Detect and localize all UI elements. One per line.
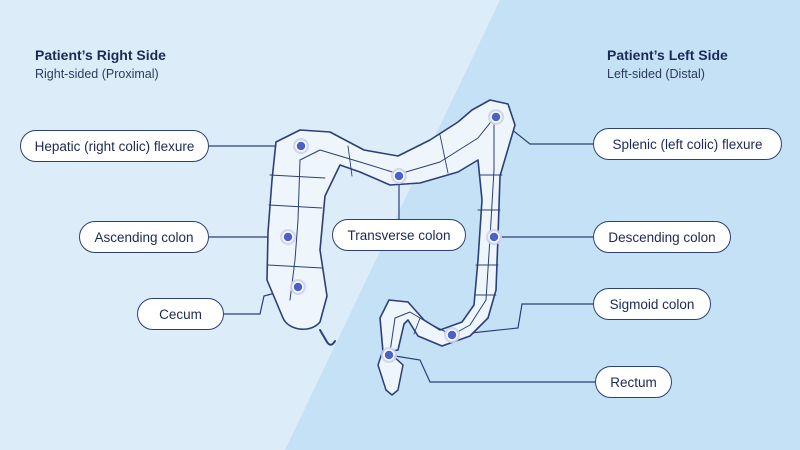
marker-descending-colon bbox=[486, 229, 502, 245]
label-ascending-colon: Ascending colon bbox=[79, 221, 209, 253]
label-cecum: Cecum bbox=[137, 298, 224, 330]
marker-rectum bbox=[381, 347, 397, 363]
label-transverse-colon: Transverse colon bbox=[332, 219, 466, 251]
right-side-subtitle: Right-sided (Proximal) bbox=[35, 67, 159, 81]
marker-hepatic-flexure bbox=[293, 138, 309, 154]
label-splenic-flexure: Splenic (left colic) flexure bbox=[593, 128, 782, 160]
marker-cecum bbox=[290, 279, 306, 295]
marker-sigmoid-colon bbox=[444, 327, 460, 343]
label-descending-colon: Descending colon bbox=[593, 221, 731, 253]
label-rectum: Rectum bbox=[595, 366, 672, 398]
left-side-subtitle: Left-sided (Distal) bbox=[607, 67, 705, 81]
marker-splenic-flexure bbox=[488, 109, 504, 125]
marker-transverse-colon bbox=[391, 168, 407, 184]
marker-ascending-colon bbox=[280, 229, 296, 245]
label-hepatic-flexure: Hepatic (right colic) flexure bbox=[20, 130, 209, 162]
label-sigmoid-colon: Sigmoid colon bbox=[593, 288, 711, 320]
right-side-title: Patient’s Right Side bbox=[35, 47, 166, 63]
left-side-title: Patient’s Left Side bbox=[607, 47, 728, 63]
